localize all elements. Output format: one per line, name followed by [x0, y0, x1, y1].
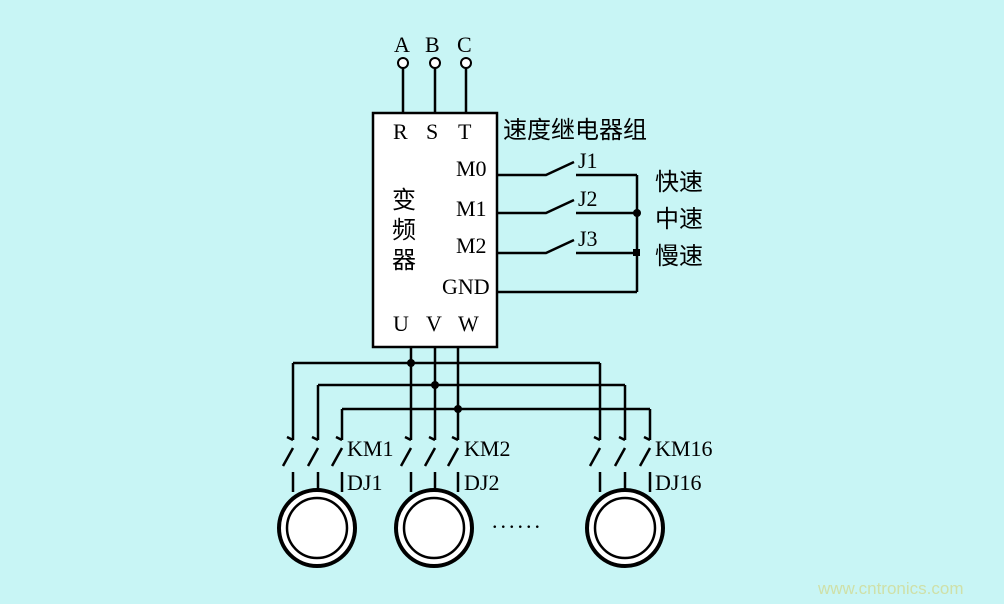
junction-dot — [431, 381, 439, 389]
contact-km1-a — [281, 435, 295, 492]
relay-contacts: J1 J2 J3 — [497, 148, 641, 294]
inverter-terminal-u: U — [393, 311, 409, 336]
inverter-terminal-m2: M2 — [456, 233, 487, 258]
contact-km2-c — [446, 435, 460, 492]
speed-label-slow: 慢速 — [655, 242, 703, 270]
terminal-b — [429, 57, 441, 69]
motor-dj1-rotor — [285, 496, 349, 560]
inverter-body — [371, 111, 499, 349]
inverter-terminal-v: V — [426, 311, 442, 336]
watermark: www.cntronics.com — [817, 579, 963, 598]
junction-dot — [633, 209, 641, 217]
output-buses — [293, 347, 650, 440]
motor-dj2-label: DJ2 — [464, 470, 499, 495]
relay-j2-label: J2 — [578, 186, 598, 211]
junction-dot — [633, 249, 640, 256]
inverter-terminal-s: S — [426, 119, 438, 144]
relay-j2-contact — [497, 198, 575, 215]
relay-j1-contact — [497, 160, 575, 177]
inverter-terminal-t: T — [458, 119, 472, 144]
junction-dot — [454, 405, 462, 413]
relay-j3-contact — [497, 238, 575, 255]
contact-km16-b — [613, 435, 627, 492]
motor-group-1: KM1 DJ1 — [277, 363, 393, 568]
inverter-terminal-m1: M1 — [456, 196, 487, 221]
inverter-terminal-m0: M0 — [456, 156, 487, 181]
supply-terminals: A B C — [394, 32, 472, 113]
contactor-km2-label: KM2 — [464, 436, 510, 461]
motor-dj16-label: DJ16 — [655, 470, 701, 495]
motor-dj16-rotor — [593, 496, 657, 560]
inverter-title-char-3: 器 — [392, 246, 416, 274]
inverter-box: R S T 变 频 器 M0 M1 M2 GND U V W — [371, 111, 499, 349]
supply-label-c: C — [457, 32, 472, 57]
motor-dj2-rotor — [402, 496, 466, 560]
speed-label-fast: 快速 — [655, 168, 703, 196]
relay-j3-label: J3 — [578, 226, 598, 251]
relay-j1-label: J1 — [578, 148, 598, 173]
speed-label-medium: 中速 — [655, 205, 703, 233]
contact-km2-a — [399, 435, 413, 492]
inverter-terminal-w: W — [458, 311, 479, 336]
inverter-terminal-gnd: GND — [442, 274, 490, 299]
relay-group-title: 速度继电器组 — [503, 116, 647, 144]
supply-label-b: B — [425, 32, 440, 57]
contact-km16-a — [588, 435, 602, 492]
motor-group-2: KM2 DJ2 — [394, 435, 510, 568]
contactor-km16-label: KM16 — [655, 436, 712, 461]
supply-label-a: A — [394, 32, 410, 57]
contactor-km1-label: KM1 — [347, 436, 393, 461]
contact-km1-b — [306, 435, 320, 492]
inverter-terminal-r: R — [393, 119, 408, 144]
contact-km2-b — [423, 435, 437, 492]
terminal-a — [397, 57, 409, 69]
terminal-c — [460, 57, 472, 69]
inverter-title-char-2: 频 — [392, 216, 416, 244]
contact-km16-c — [638, 435, 652, 492]
motor-ellipsis: ...... — [492, 508, 543, 533]
motor-dj1-label: DJ1 — [347, 470, 382, 495]
motor-group-16: KM16 DJ16 — [585, 363, 712, 568]
junction-dot — [407, 359, 415, 367]
inverter-title-char-1: 变 — [392, 186, 416, 214]
contact-km1-c — [330, 435, 344, 492]
